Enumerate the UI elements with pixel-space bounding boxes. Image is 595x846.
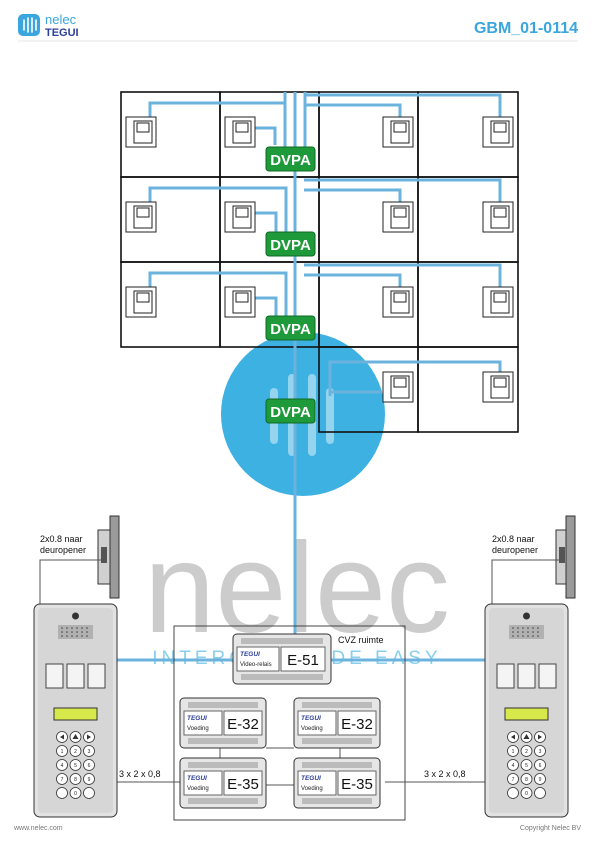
module-e35: TEGUI Voeding E-35 (179, 757, 267, 809)
svg-text:DVPA: DVPA (270, 237, 311, 254)
svg-text:7: 7 (61, 777, 64, 783)
building-grid (120, 91, 519, 433)
cable-label-left: 3 x 2 x 0,8 (119, 769, 161, 779)
dvpa-splitter: DVPA (265, 231, 316, 257)
door-station-right: 2 3 1 4 5 6 7 8 9 0 (484, 603, 569, 818)
svg-text:3: 3 (539, 749, 542, 755)
module-e32: TEGUI Voeding E-32 (293, 697, 381, 749)
video-monitor-icon (125, 116, 157, 148)
video-monitor-icon (382, 116, 414, 148)
svg-text:E-35: E-35 (227, 776, 259, 793)
door-station-left: 2 3 1 4 5 6 7 8 9 0 (33, 603, 118, 818)
dvpa-splitter: DVPA (265, 398, 316, 424)
dvpa-splitter: DVPA (265, 146, 316, 172)
svg-text:7: 7 (512, 777, 515, 783)
video-monitor-icon (224, 201, 256, 233)
key-icon (83, 787, 95, 799)
cvz-room-label: CVZ ruimte (338, 635, 384, 645)
video-monitor-icon (482, 116, 514, 148)
svg-text:0: 0 (74, 791, 77, 797)
svg-text:6: 6 (88, 763, 91, 769)
svg-text:E-32: E-32 (341, 716, 373, 733)
video-monitor-icon (482, 286, 514, 318)
module-e32: TEGUI Voeding E-32 (179, 697, 267, 749)
svg-text:TEGUI: TEGUI (187, 775, 207, 782)
svg-text:4: 4 (61, 763, 64, 769)
svg-text:deuropener: deuropener (492, 545, 538, 555)
svg-text:5: 5 (74, 763, 77, 769)
video-monitor-icon (482, 201, 514, 233)
svg-text:3: 3 (88, 749, 91, 755)
logo-text-bottom: TEGUI (45, 27, 79, 39)
module-e51: TEGUI Video-relais E-51 (232, 633, 332, 685)
video-monitor-icon (224, 116, 256, 148)
svg-text:Voeding: Voeding (301, 786, 323, 792)
svg-text:2: 2 (74, 749, 77, 755)
svg-text:8: 8 (74, 777, 77, 783)
svg-text:1: 1 (61, 749, 64, 755)
svg-text:E-35: E-35 (341, 776, 373, 793)
svg-text:TEGUI: TEGUI (240, 651, 260, 658)
bell-icon (56, 787, 68, 799)
svg-text:Voeding: Voeding (187, 786, 209, 792)
video-monitor-icon (125, 201, 157, 233)
svg-text:TEGUI: TEGUI (301, 775, 321, 782)
video-monitor-icon (125, 286, 157, 318)
equipment-room: CVZ ruimte (173, 625, 406, 821)
video-monitor-icon (382, 371, 414, 403)
svg-text:TEGUI: TEGUI (187, 715, 207, 722)
footer-website: www.nelec.com (13, 825, 63, 832)
svg-text:E-32: E-32 (227, 716, 259, 733)
svg-text:DVPA: DVPA (270, 321, 311, 338)
video-monitor-icon (224, 286, 256, 318)
svg-text:5: 5 (525, 763, 528, 769)
logo-text-top: nelec (45, 12, 77, 27)
svg-text:2x0.8 naar: 2x0.8 naar (40, 534, 83, 544)
svg-text:Voeding: Voeding (301, 726, 323, 732)
key-icon (534, 787, 546, 799)
svg-text:2: 2 (525, 749, 528, 755)
footer-copyright: Copyright Nelec BV (520, 825, 581, 832)
module-wiring (117, 745, 485, 786)
door-opener-left: 2x0.8 naar deuropener (39, 515, 120, 606)
svg-text:8: 8 (525, 777, 528, 783)
svg-text:TEGUI: TEGUI (301, 715, 321, 722)
svg-text:DVPA: DVPA (270, 152, 311, 169)
watermark: nelec INTERCOM MADE EASY (144, 332, 450, 669)
apartment-cell (417, 346, 519, 433)
video-monitor-icon (382, 201, 414, 233)
dvpa-splitter: DVPA (265, 315, 316, 341)
svg-text:Voeding: Voeding (187, 726, 209, 732)
module-e35: TEGUI Voeding E-35 (293, 757, 381, 809)
svg-text:0: 0 (525, 791, 528, 797)
svg-text:1: 1 (512, 749, 515, 755)
svg-text:2x0.8 naar: 2x0.8 naar (492, 534, 535, 544)
svg-text:Video-relais: Video-relais (240, 662, 272, 668)
svg-text:DVPA: DVPA (270, 404, 311, 421)
bell-icon (507, 787, 519, 799)
svg-text:9: 9 (88, 777, 91, 783)
bus-wiring (117, 92, 502, 662)
header: nelec TEGUI GBM_01-0114 (18, 12, 578, 42)
dvpa-splitters: DVPA DVPA DVPA DVPA (265, 146, 316, 424)
cable-label-right: 3 x 2 x 0,8 (424, 769, 466, 779)
svg-text:E-51: E-51 (287, 652, 319, 669)
video-monitor-icon (482, 371, 514, 403)
svg-text:6: 6 (539, 763, 542, 769)
svg-text:4: 4 (512, 763, 515, 769)
svg-text:deuropener: deuropener (40, 545, 86, 555)
door-opener-right: 2x0.8 naar deuropener (491, 515, 576, 606)
doc-code: GBM_01-0114 (474, 20, 578, 37)
video-monitors (125, 116, 514, 403)
svg-text:9: 9 (539, 777, 542, 783)
video-monitor-icon (382, 286, 414, 318)
